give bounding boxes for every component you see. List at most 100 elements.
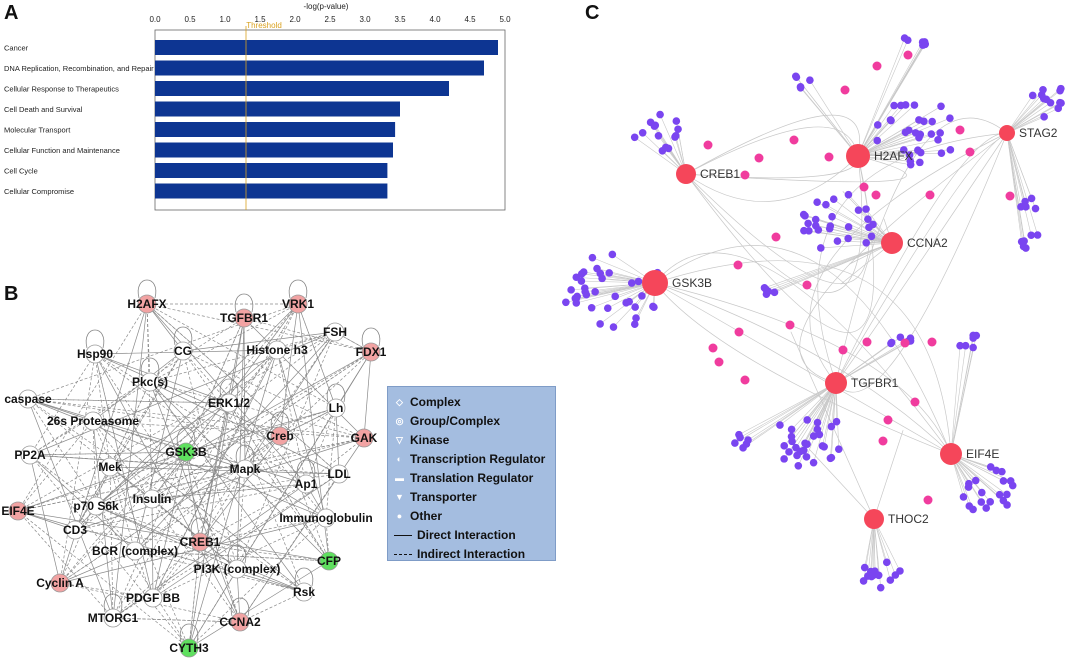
leaf-node: [915, 116, 923, 124]
edge: [685, 126, 859, 175]
solid-line-icon: [394, 534, 412, 536]
x-tick-label: 1.0: [219, 15, 231, 24]
leaf-node: [906, 334, 915, 342]
leaf-node: [567, 286, 575, 294]
leaf-node: [654, 132, 663, 140]
gene-node: [227, 559, 247, 579]
edge: [685, 155, 859, 202]
leaf-node: [873, 121, 882, 129]
leaf-node: [802, 453, 811, 461]
edge: [279, 435, 330, 562]
self-loop: [326, 383, 346, 403]
gene-label: CG: [174, 344, 192, 358]
leaf-node: [591, 288, 599, 296]
edge: [242, 317, 246, 470]
gene-node: [296, 474, 316, 494]
gene-node: [235, 459, 255, 479]
edge: [835, 132, 1008, 384]
edge: [188, 517, 327, 649]
leaf-node: [982, 504, 991, 512]
gene-label: Rsk: [293, 585, 315, 599]
connector-node: [965, 147, 975, 157]
edge: [149, 381, 365, 439]
group-complex-icon: ◎: [395, 415, 404, 426]
edge: [654, 260, 952, 455]
bar: [155, 81, 449, 96]
edge: [849, 242, 893, 265]
leaf-node: [876, 583, 885, 592]
leaf-node: [593, 264, 601, 273]
leaf-node: [587, 303, 596, 312]
leaf-node: [622, 299, 630, 307]
edge: [93, 353, 111, 468]
leaf-node: [844, 190, 853, 199]
edge: [27, 398, 305, 593]
gene-label: VRK1: [282, 297, 314, 311]
gene-label: LDL: [327, 467, 350, 481]
connector-node: [714, 357, 724, 367]
edge: [659, 114, 687, 175]
leaf-node: [816, 244, 825, 252]
gene-node: [288, 294, 308, 314]
x-tick-label: 5.0: [499, 15, 511, 24]
edge: [149, 381, 305, 593]
edge: [228, 402, 327, 519]
hub-nodes: H2AFXSTAG2CREB1CCNA2GSK3BTGFBR1EIF4ETHOC…: [642, 125, 1058, 529]
edge: [109, 466, 238, 570]
hub-label: GSK3B: [672, 276, 712, 290]
edge: [239, 591, 305, 623]
legend-label: Transcription Regulator: [410, 452, 546, 466]
leaf-node: [815, 430, 824, 439]
leaf-node: [804, 219, 812, 228]
connector-node: [838, 345, 848, 355]
leaf-node: [762, 285, 770, 294]
gene-label: BCR (complex): [92, 544, 178, 558]
connector-node: [900, 338, 910, 348]
panel-c-letter: C: [585, 2, 600, 24]
gene-label: MTORC1: [88, 611, 139, 625]
gene-label: FDX1: [356, 345, 387, 359]
edge: [27, 397, 365, 439]
leaf-node: [650, 303, 658, 312]
hub-node: [999, 125, 1015, 141]
leaf-node: [809, 432, 818, 440]
edge: [149, 303, 299, 383]
leaf-node: [1020, 237, 1028, 245]
edge: [305, 437, 365, 485]
edge: [791, 382, 837, 437]
edge: [833, 198, 893, 244]
edge: [747, 382, 837, 441]
edge: [112, 303, 299, 619]
category-label: Cell Cycle: [4, 167, 38, 176]
self-loop: [235, 444, 255, 464]
leaf-node: [596, 320, 604, 328]
gene-label: EIF4E: [1, 504, 34, 518]
leaf-node: [928, 117, 936, 126]
leaf-node: [860, 563, 869, 572]
connector-node: [859, 182, 869, 192]
edge: [577, 282, 656, 297]
edge: [112, 317, 245, 619]
edge: [738, 382, 837, 435]
connector-node: [910, 397, 920, 407]
leaf-node: [998, 467, 1006, 476]
leaf-node: [577, 277, 586, 285]
self-loop: [219, 378, 239, 398]
leaf-node: [905, 151, 914, 159]
edge: [835, 132, 1008, 384]
leaf-node: [826, 222, 835, 230]
self-loop: [103, 593, 123, 613]
hub-node: [864, 509, 884, 529]
leaf-node: [956, 341, 964, 350]
bar: [155, 40, 498, 55]
leaf-node: [969, 331, 977, 340]
panel-b-letter: B: [4, 283, 19, 305]
self-loop: [296, 459, 316, 479]
leaf-node: [787, 432, 796, 441]
edge: [152, 473, 340, 599]
edge: [27, 303, 299, 400]
edge: [857, 104, 915, 157]
edge: [950, 345, 961, 455]
gene-node: [176, 442, 196, 462]
edge: [835, 132, 1008, 384]
